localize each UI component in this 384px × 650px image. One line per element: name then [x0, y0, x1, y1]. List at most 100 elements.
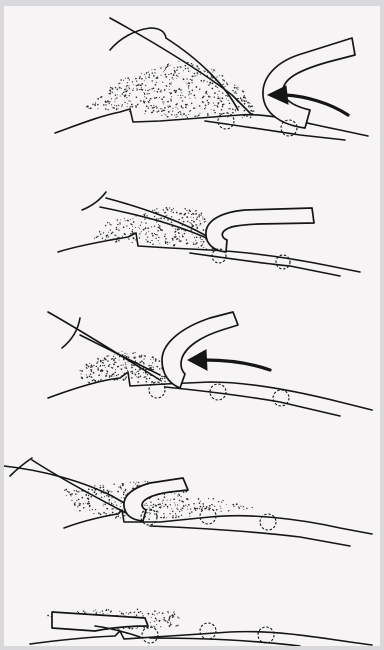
- stipple-dot: [167, 105, 168, 106]
- stipple-dot: [237, 89, 238, 90]
- stipple-dot: [129, 228, 130, 229]
- stipple-dot: [75, 493, 76, 494]
- stipple-dot: [192, 75, 194, 77]
- stipple-dot: [133, 221, 135, 223]
- stipple-dot: [141, 222, 142, 223]
- stipple-dot: [134, 373, 135, 374]
- stipple-dot: [89, 506, 90, 507]
- stipple-dot: [219, 75, 220, 76]
- stipple-dot: [201, 80, 203, 82]
- stipple-dot: [204, 71, 205, 72]
- stipple-dot: [235, 109, 236, 110]
- stipple-dot: [117, 97, 118, 98]
- stipple-dot: [167, 219, 169, 221]
- stipple-dot: [175, 625, 176, 626]
- stipple-dot: [156, 111, 157, 112]
- stipple-dot: [128, 100, 129, 101]
- stipple-dot: [97, 98, 99, 100]
- stipple-dot: [137, 371, 139, 373]
- stipple-dot: [97, 361, 98, 362]
- stipple-dot: [148, 102, 149, 103]
- stipple-dot: [110, 87, 112, 89]
- stipple-dot: [119, 222, 120, 223]
- stipple-dot: [132, 81, 133, 82]
- stipple-dot: [131, 106, 133, 108]
- stipple-dot: [243, 506, 244, 507]
- stipple-dot: [96, 362, 97, 363]
- stipple-dot: [136, 85, 137, 86]
- stipple-dot: [238, 98, 239, 99]
- stipple-dot: [197, 227, 199, 229]
- stipple-dot: [116, 375, 117, 376]
- stipple-dot: [121, 369, 122, 370]
- stipple-dot: [170, 504, 171, 505]
- stipple-dot: [156, 511, 158, 513]
- stipple-dot: [141, 361, 143, 363]
- stipple-dot: [226, 82, 227, 83]
- stipple-dot: [137, 482, 138, 483]
- stipple-dot: [203, 96, 205, 98]
- stipple-dot: [208, 104, 209, 105]
- stipple-dot: [100, 612, 101, 613]
- stipple-dot: [143, 377, 144, 378]
- stipple-dot: [125, 364, 126, 365]
- stipple-dot: [125, 362, 126, 363]
- stipple-dot: [189, 513, 191, 515]
- stipple-dot: [118, 105, 119, 106]
- stipple-dot: [159, 621, 160, 622]
- stipple-dot: [250, 107, 251, 108]
- stipple-dot: [130, 233, 131, 234]
- stipple-dot: [188, 212, 189, 213]
- stipple-dot: [150, 98, 152, 100]
- stipple-dot: [158, 498, 160, 500]
- stipple-dot: [100, 487, 102, 489]
- stipple-dot: [111, 375, 112, 376]
- stipple-dot: [149, 514, 150, 515]
- stipple-dot: [169, 106, 171, 108]
- stipple-dot: [244, 103, 246, 105]
- stipple-dot: [124, 353, 125, 354]
- stipple-dot: [211, 504, 212, 505]
- stipple-dot: [107, 222, 108, 223]
- stipple-dot: [183, 491, 185, 493]
- stipple-dot: [209, 82, 210, 83]
- stipple-dot: [200, 223, 202, 225]
- stipple-dot: [112, 92, 113, 93]
- stipple-dot: [93, 365, 94, 366]
- stipple-dot: [148, 518, 150, 520]
- stipple-dot: [151, 80, 152, 81]
- stipple-dot: [185, 491, 186, 492]
- stipple-dot: [222, 84, 223, 85]
- stipple-dot: [217, 106, 219, 108]
- stipple-dot: [126, 88, 127, 89]
- stipple-dot: [144, 80, 145, 81]
- stitch-marker: [142, 627, 158, 643]
- stipple-dot: [205, 105, 207, 107]
- stipple-dot: [166, 517, 167, 518]
- stipple-dot: [121, 503, 122, 504]
- stipple-dot: [151, 625, 152, 626]
- stipple-dot: [192, 234, 193, 235]
- stipple-dot: [187, 243, 188, 244]
- stipple-dot: [208, 498, 209, 499]
- stipple-dot: [159, 243, 160, 244]
- stipple-dot: [139, 356, 140, 357]
- stipple-dot: [113, 373, 115, 375]
- stipple-dot: [186, 239, 187, 240]
- stipple-dot: [144, 218, 145, 219]
- stipple-dot: [165, 76, 167, 78]
- stipple-dot: [164, 89, 166, 91]
- stipple-dot: [143, 229, 145, 231]
- stipple-dot: [174, 493, 175, 494]
- stipple-dot: [187, 68, 189, 70]
- stipple-dot: [161, 517, 162, 518]
- stipple-dot: [169, 79, 170, 80]
- stipple-dot: [155, 234, 156, 235]
- stipple-dot: [184, 230, 185, 231]
- stipple-dot: [107, 109, 108, 110]
- stipple-dot: [174, 231, 175, 232]
- stipple-dot: [156, 366, 158, 368]
- stipple-dot: [151, 233, 153, 235]
- stipple-dot: [130, 371, 131, 372]
- stipple-dot: [187, 221, 188, 222]
